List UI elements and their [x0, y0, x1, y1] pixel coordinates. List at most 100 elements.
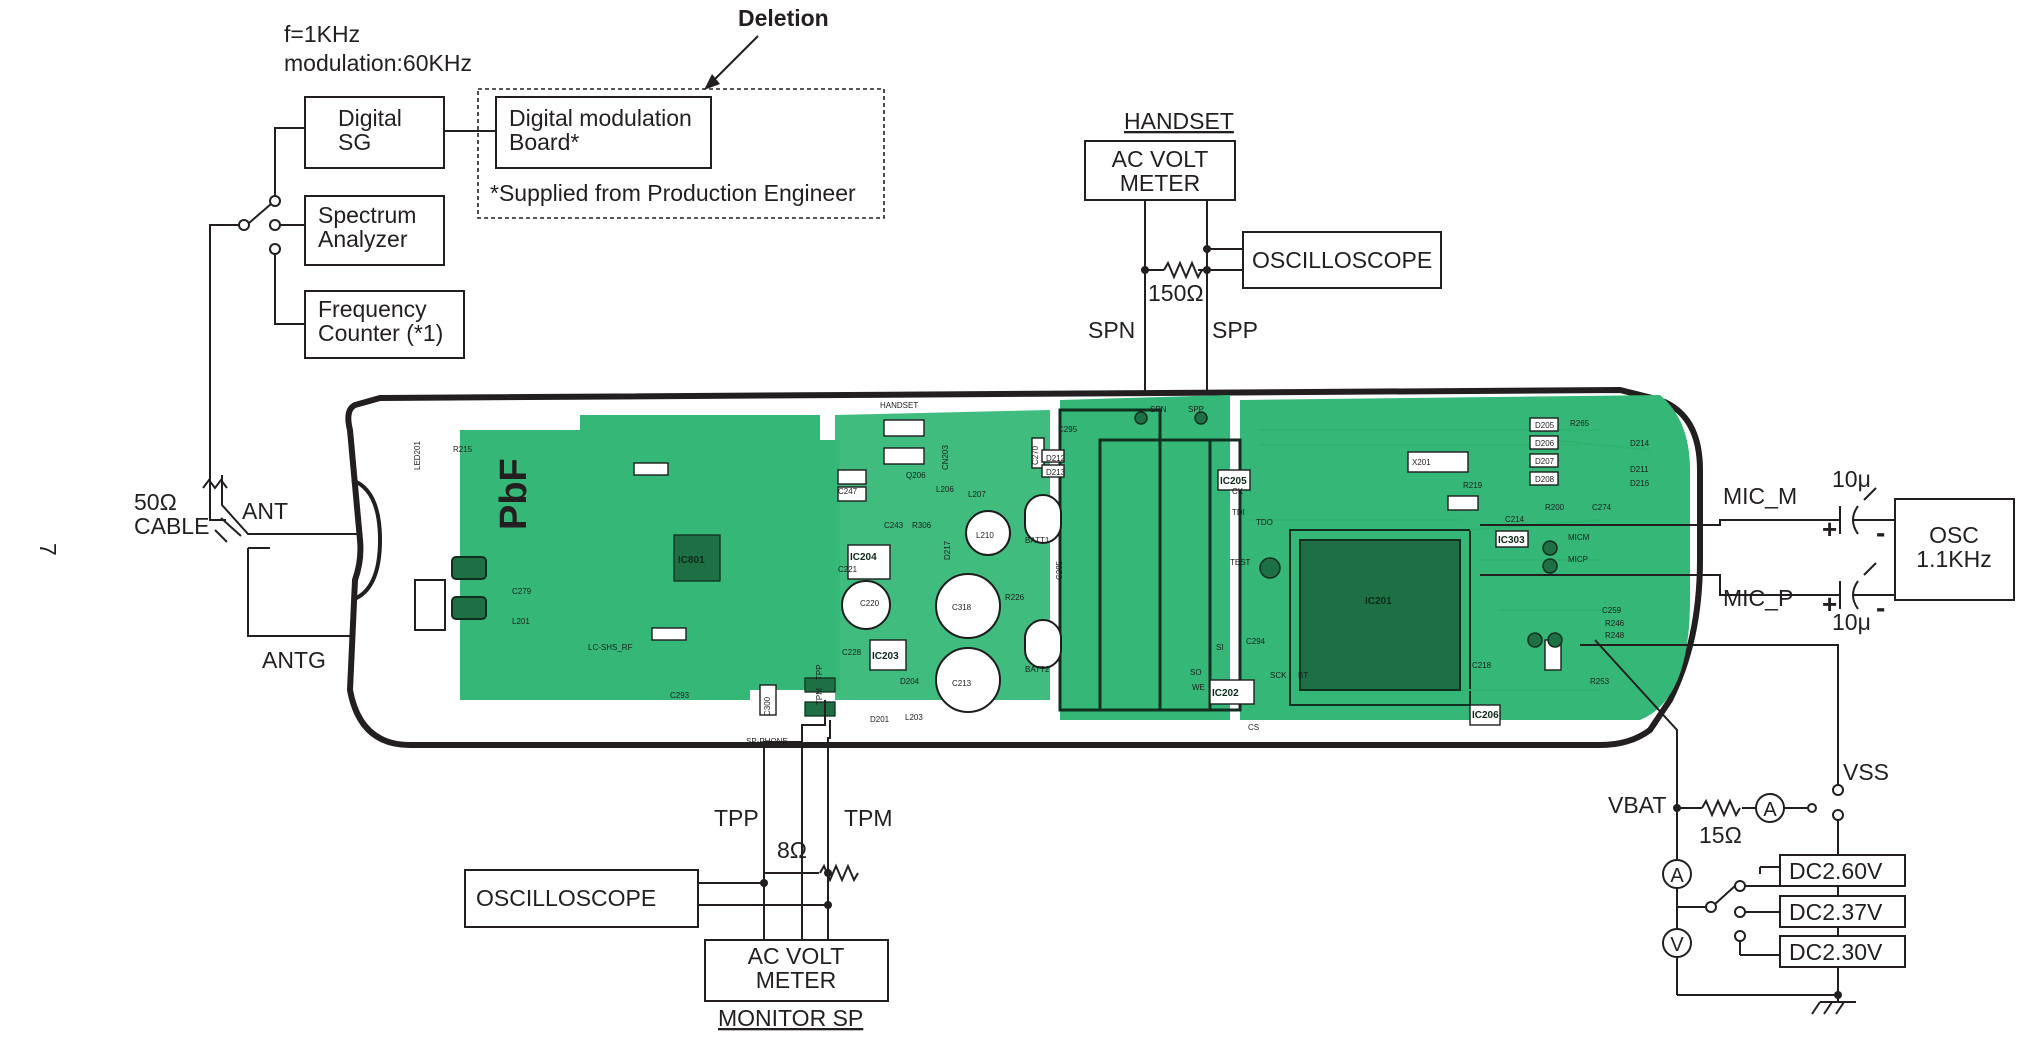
part-label-we: WE: [1192, 683, 1205, 692]
ic-label-ic303: IC303: [1498, 535, 1525, 546]
dc-supply-2-37-box: DC2.37V: [1779, 895, 1906, 928]
monitor-sp-wiring: [698, 700, 859, 940]
part-label-sck: SCK: [1270, 671, 1287, 680]
part-label-l206: L206: [936, 485, 954, 494]
antg-label: ANTG: [262, 647, 326, 673]
part-label-led201: LED201: [413, 441, 422, 470]
tpm-label: TPM: [844, 805, 893, 831]
part-label-c220: C220: [860, 599, 880, 608]
part-label-d211: D211: [1630, 465, 1649, 474]
ammeter-symbol: A: [1763, 799, 1777, 821]
part-label-so: SO: [1190, 668, 1202, 677]
part-label-batt2: BATT2: [1025, 665, 1050, 674]
part-label-micp: MICP: [1568, 555, 1588, 564]
part-label-c214: C214: [1505, 515, 1525, 524]
oscilloscope-top-box: OSCILLOSCOPE: [1242, 231, 1442, 289]
part-label-r248: R248: [1605, 631, 1625, 640]
part-label-c221: C221: [838, 565, 858, 574]
part-label-d216: D216: [1630, 479, 1650, 488]
mic-wiring: + - + -: [1480, 487, 1895, 623]
oscilloscope-top-label: OSCILLOSCOPE: [1252, 247, 1432, 273]
ammeter-icon: A: [1755, 793, 1785, 823]
svg-text:+: +: [1822, 514, 1837, 544]
part-label-tpp: TPP: [815, 664, 824, 680]
r-handset-label: 150Ω: [1148, 280, 1204, 306]
equipment-selector-switch: [209, 127, 305, 475]
deletion-arrow: [704, 35, 759, 90]
part-label-micm: MICM: [1568, 533, 1590, 542]
spp-label: SPP: [1212, 317, 1258, 343]
ic-label-ic201: IC201: [1365, 596, 1392, 607]
part-label-d214: D214: [1630, 439, 1650, 448]
pcb-board: [345, 386, 1703, 748]
part-label-r226: R226: [1005, 593, 1025, 602]
mic-m-label: MIC_M: [1723, 483, 1797, 509]
part-label-l203: L203: [905, 713, 923, 722]
part-label-c228: C228: [842, 648, 862, 657]
part-label-d205: D205: [1535, 421, 1555, 430]
voltmeter-icon: V: [1662, 928, 1692, 958]
dc-supply-2-37-label: DC2.37V: [1789, 899, 1883, 925]
lead-free-mark: PbF: [493, 458, 535, 530]
part-label-d208: D208: [1535, 475, 1555, 484]
ammeter-icon-2: A: [1662, 859, 1692, 889]
dc-supply-2-30-box: DC2.30V: [1779, 935, 1906, 968]
mic-p-label: MIC_P: [1723, 585, 1793, 611]
part-label-c243: C243: [884, 521, 904, 530]
part-label-c285: C285: [1055, 560, 1064, 580]
part-label-r215: R215: [453, 445, 473, 454]
part-label-tdi: TDI: [1232, 508, 1245, 517]
ic-label-ic203: IC203: [872, 651, 899, 662]
part-label-l210: L210: [976, 531, 994, 540]
part-label-c213: C213: [952, 679, 972, 688]
vss-label: VSS: [1843, 759, 1889, 785]
r-vbat-label: 15Ω: [1699, 822, 1742, 848]
svg-text:-: -: [1876, 592, 1885, 623]
part-label-tpm: TPM: [815, 688, 824, 705]
part-label-ck: CK: [1232, 487, 1244, 496]
dc-supply-2-30-label: DC2.30V: [1789, 939, 1883, 965]
deletion-dashed-frame: [477, 88, 885, 219]
signal-frequency-text: f=1KHz: [284, 21, 360, 47]
part-label-r200: R200: [1545, 503, 1565, 512]
part-label-r306: R306: [912, 521, 932, 530]
part-label-l207: L207: [968, 490, 986, 499]
part-label-d206: D206: [1535, 439, 1555, 448]
part-label-r253: R253: [1590, 677, 1610, 686]
part-label-c270: C270: [1031, 445, 1040, 465]
handset-section-title: HANDSET: [1124, 108, 1234, 134]
part-label-d207: D207: [1535, 457, 1555, 466]
ic-label-ic206: IC206: [1472, 710, 1499, 721]
part-label-r219: R219: [1463, 481, 1483, 490]
part-label-test: TEST: [1230, 558, 1251, 567]
cap-top-label: 10μ: [1832, 466, 1871, 492]
part-label-c293: C293: [670, 691, 690, 700]
vbat-label: VBAT: [1608, 792, 1666, 818]
dc-supply-2-60-box: DC2.60V: [1779, 854, 1906, 887]
part-label-bt: BT: [1298, 671, 1308, 680]
part-label-c279: C279: [512, 587, 532, 596]
oscilloscope-bottom-box: OSCILLOSCOPE: [464, 869, 699, 928]
deletion-note: *Supplied from Production Engineer: [490, 180, 856, 206]
signal-modulation-text: modulation:60KHz: [284, 50, 472, 76]
part-label-c294: C294: [1246, 637, 1266, 646]
ic-label-ic204: IC204: [850, 552, 877, 563]
ammeter-symbol-2: A: [1670, 865, 1684, 887]
ic-label-ic801: IC801: [678, 555, 705, 566]
part-label-d217: D217: [943, 540, 952, 560]
part-label-tdo: TDO: [1256, 518, 1273, 527]
part-label-si: SI: [1216, 643, 1224, 652]
part-label-d201: D201: [870, 715, 890, 724]
part-label-spn: SPN: [1150, 405, 1167, 414]
part-label-lc-shs-rf: LC-SHS_RF: [588, 643, 633, 652]
